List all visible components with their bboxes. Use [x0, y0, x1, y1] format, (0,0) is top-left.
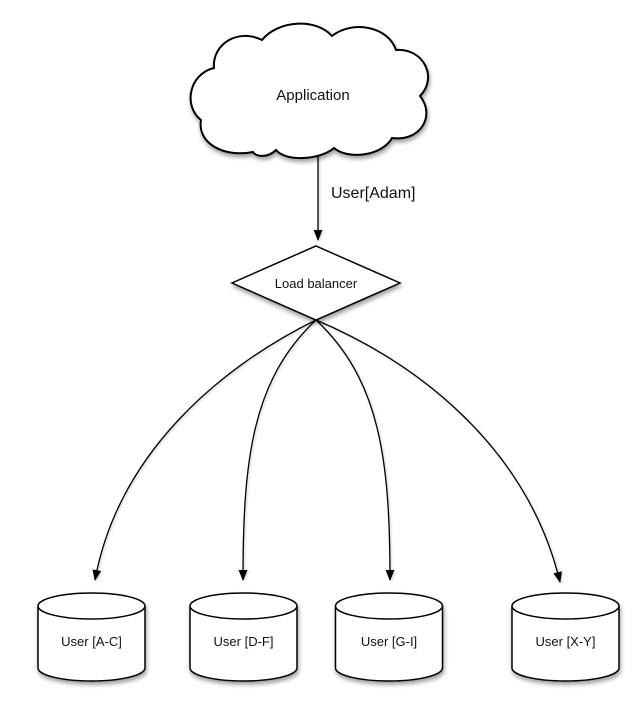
cylinder-top — [189, 592, 298, 620]
database-node-2: User [D-F] — [189, 592, 298, 682]
cylinder-top — [511, 592, 620, 620]
database-node-3: User [G-I] — [334, 592, 444, 682]
cylinder-top — [37, 592, 146, 620]
cloud-shape — [189, 22, 430, 160]
cylinder-top — [334, 592, 444, 620]
edge-loadbalancer-to-db-1 — [92, 319, 317, 581]
database-node-1: User [A-C] — [37, 592, 146, 682]
application-label: Application — [276, 87, 349, 104]
load-balancer-node: Load balancer — [230, 245, 402, 321]
database-label-2: User [D-F] — [214, 634, 274, 649]
database-label-4: User [X-Y] — [536, 634, 596, 649]
edges-layer — [92, 153, 562, 583]
cylinder-body — [511, 606, 620, 682]
cylinder-body — [334, 606, 444, 682]
edge-loadbalancer-to-db-3 — [315, 319, 395, 581]
edge-loadbalancer-to-db-4 — [315, 319, 562, 583]
database-label-3: User [G-I] — [361, 634, 417, 649]
application-node: Application — [189, 22, 430, 160]
load-balancer-label: Load balancer — [275, 276, 358, 291]
database-label-1: User [A-C] — [61, 634, 122, 649]
database-node-4: User [X-Y] — [511, 592, 620, 682]
cylinder-body — [37, 606, 146, 682]
edge-label-user-adam: User[Adam] — [331, 185, 415, 202]
edge-loadbalancer-to-db-2 — [238, 319, 317, 581]
diamond-shape — [230, 245, 402, 321]
cylinder-body — [189, 606, 298, 682]
